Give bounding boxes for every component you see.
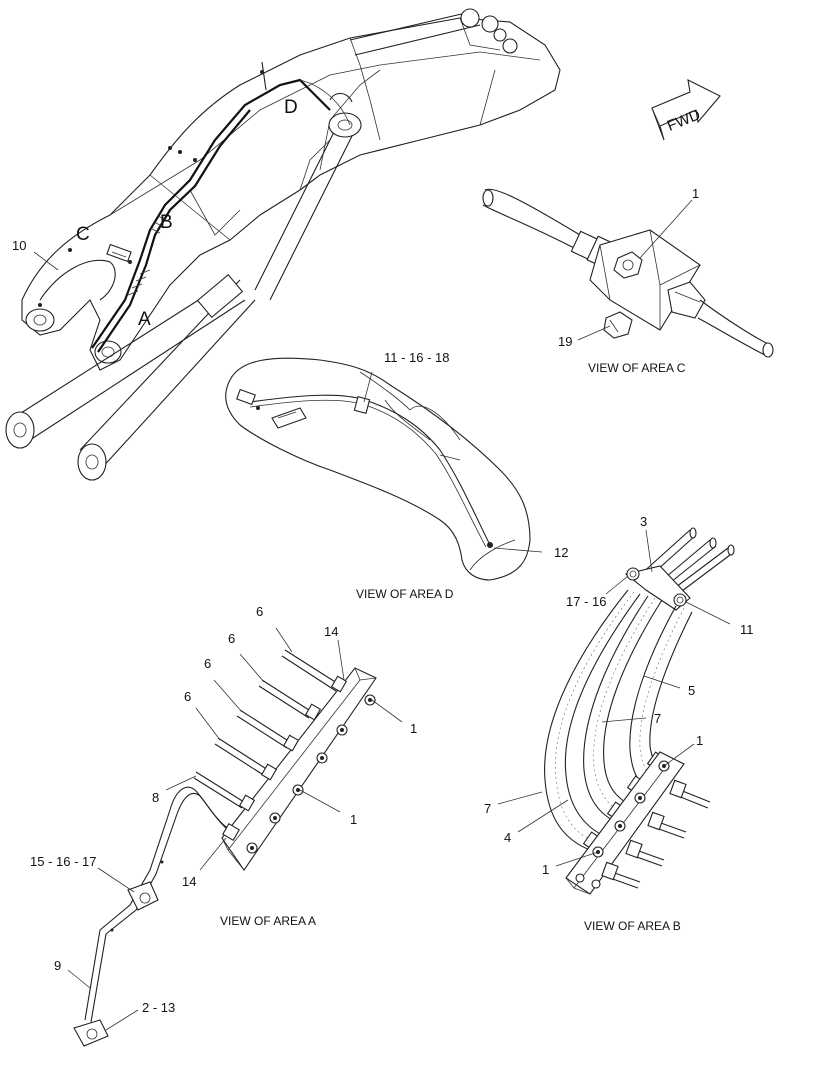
area-marker-d: D xyxy=(284,97,298,118)
leader-line xyxy=(213,679,243,713)
leader-line xyxy=(239,653,265,683)
leader-line xyxy=(105,1009,139,1031)
leader-line xyxy=(685,601,731,625)
leader-line xyxy=(337,639,345,681)
leader-line xyxy=(493,547,543,553)
callout-a-6-1: 6 xyxy=(256,604,263,619)
view-area-d xyxy=(225,357,531,581)
leader-line xyxy=(517,799,569,833)
leader-line xyxy=(601,717,647,723)
leader-line xyxy=(605,575,629,595)
leader-line xyxy=(97,867,135,893)
callout-a-14-top: 14 xyxy=(324,624,338,639)
area-marker-c: C xyxy=(76,224,90,245)
leader-line xyxy=(165,775,197,791)
caption-view-area-d: VIEW OF AREA D xyxy=(356,587,454,601)
leader-line xyxy=(67,969,91,989)
caption-view-area-a: VIEW OF AREA A xyxy=(220,914,316,928)
callout-d-11-16-18: 11 - 16 - 18 xyxy=(384,350,450,365)
callout-a-8: 8 xyxy=(152,790,159,805)
callout-b-1-right: 1 xyxy=(696,733,703,748)
callout-c-19: 19 xyxy=(558,334,572,349)
leader-line xyxy=(645,529,653,573)
callout-a-6-3: 6 xyxy=(204,656,211,671)
callout-10: 10 xyxy=(12,238,26,253)
callout-b-3: 3 xyxy=(640,514,647,529)
callout-b-4: 4 xyxy=(504,830,511,845)
view-area-c xyxy=(482,188,774,358)
view-area-b xyxy=(544,527,735,895)
leader-line xyxy=(497,791,543,805)
leader-line xyxy=(643,675,681,689)
callout-a-6-4: 6 xyxy=(184,689,191,704)
callout-a-15-16-17: 15 - 16 - 17 xyxy=(30,854,97,869)
leader-line xyxy=(371,699,403,723)
boom-assembly xyxy=(5,8,561,481)
caption-view-area-b: VIEW OF AREA B xyxy=(584,919,681,933)
leader-line xyxy=(663,743,695,767)
fwd-arrow-icon: FWD xyxy=(651,79,721,141)
callout-a-2-13: 2 - 13 xyxy=(142,1000,175,1015)
leader-line xyxy=(195,707,221,741)
caption-view-area-c: VIEW OF AREA C xyxy=(588,361,686,375)
leader-line xyxy=(299,789,341,813)
area-marker-b: B xyxy=(160,212,173,233)
leader-line xyxy=(199,837,227,871)
callout-a-1-mid: 1 xyxy=(350,812,357,827)
callout-c-1: 1 xyxy=(692,186,699,201)
callout-a-9: 9 xyxy=(54,958,61,973)
leader-line xyxy=(555,851,599,867)
callout-b-17-16: 17 - 16 xyxy=(566,594,606,609)
callout-b-1-left: 1 xyxy=(542,862,549,877)
callout-b-11: 11 xyxy=(740,622,754,637)
callout-a-1-top: 1 xyxy=(410,721,417,736)
leader-line xyxy=(577,325,611,341)
leader-line xyxy=(363,371,373,403)
area-marker-a: A xyxy=(138,309,151,330)
callout-d-12: 12 xyxy=(554,545,568,560)
callout-b-5: 5 xyxy=(688,683,695,698)
view-area-a xyxy=(73,649,377,1047)
leader-line xyxy=(33,251,59,271)
callout-a-14-bot: 14 xyxy=(182,874,196,889)
leader-line xyxy=(275,627,293,653)
callout-b-7-left: 7 xyxy=(484,801,491,816)
callout-a-6-2: 6 xyxy=(228,631,235,646)
callout-b-7-right: 7 xyxy=(654,711,661,726)
leader-line xyxy=(639,199,693,259)
